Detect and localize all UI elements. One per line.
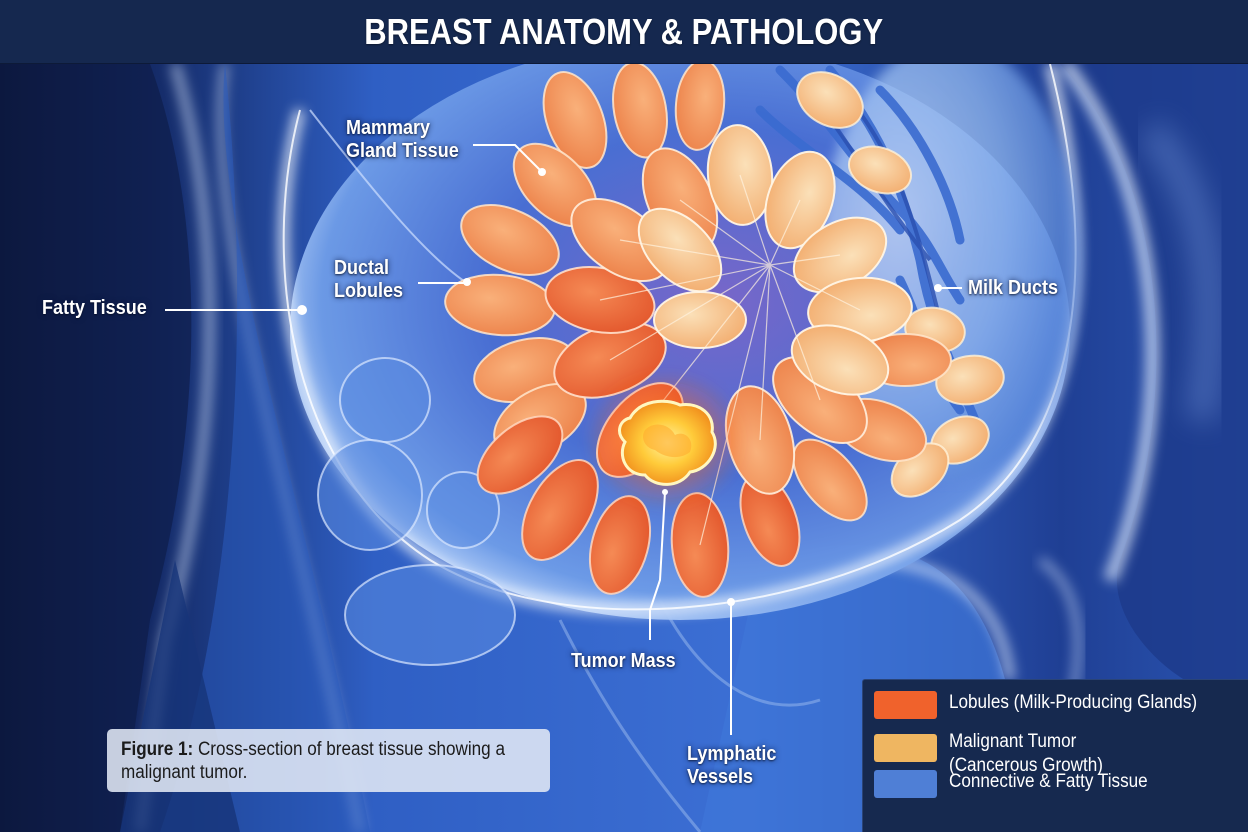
header-bar: BREAST ANATOMY & PATHOLOGY <box>0 0 1248 64</box>
label-line: Gland Tissue <box>346 140 459 162</box>
legend-item-connective-tissue: Connective & Fatty Tissue <box>874 770 1170 798</box>
legend-label-line: (Cancerous Growth) <box>949 755 1103 776</box>
caption-prefix: Figure 1: <box>121 739 194 760</box>
label-fatty-tissue: Fatty Tissue <box>42 297 147 319</box>
page-title: BREAST ANATOMY & PATHOLOGY <box>364 10 884 52</box>
anatomy-illustration <box>0 64 1248 832</box>
label-mammary-gland-tissue: Mammary Gland Tissue <box>346 117 459 163</box>
legend: Lobules (Milk-Producing Glands) Malignan… <box>862 679 1248 832</box>
breast-cross-section-art <box>0 64 1248 832</box>
label-milk-ducts: Milk Ducts <box>968 277 1059 299</box>
figure-caption: Figure 1: Cross-section of breast tissue… <box>107 729 550 792</box>
legend-label: Malignant Tumor (Cancerous Growth) <box>949 730 1103 778</box>
legend-item-malignant-tumor: Malignant Tumor (Cancerous Growth) <box>874 730 1120 778</box>
label-line: Lymphatic <box>687 743 777 765</box>
label-tumor-mass: Tumor Mass <box>571 650 676 672</box>
legend-label: Lobules (Milk-Producing Glands) <box>949 692 1198 713</box>
label-ductal-lobules: Ductal Lobules <box>334 257 403 303</box>
caption-text: Cross-section of breast tissue showing a… <box>121 739 505 783</box>
label-line: Lobules <box>334 280 404 302</box>
legend-label: Connective & Fatty Tissue <box>949 771 1148 792</box>
label-lymphatic-vessels: Lymphatic Vessels <box>687 743 776 789</box>
label-line: Ductal <box>334 257 390 279</box>
legend-item-lobules: Lobules (Milk-Producing Glands) <box>874 691 1225 719</box>
swatch-orange <box>874 691 937 719</box>
label-line: Mammary <box>346 117 431 139</box>
swatch-blue <box>874 770 937 798</box>
legend-label-line: Malignant Tumor <box>949 731 1077 752</box>
swatch-yellow <box>874 734 937 762</box>
label-line: Vessels <box>687 766 754 788</box>
